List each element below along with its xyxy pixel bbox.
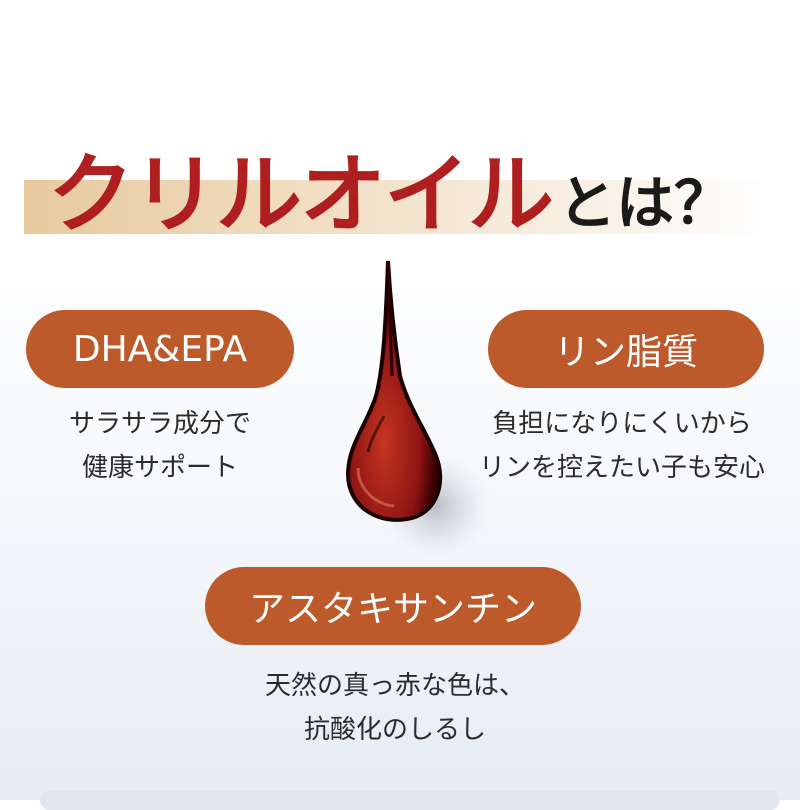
dha-epa-desc-line-1: サラサラ成分で: [68, 409, 251, 439]
title-highlight-band: [24, 180, 776, 234]
astaxanthin-badge: アスタキサンチン: [205, 567, 581, 645]
phospholipid-desc-line-1: 負担になりにくいから: [492, 409, 752, 439]
phospholipid-label: リン脂質: [553, 332, 698, 373]
astaxanthin-desc-line-1: 天然の真っ赤な色は、: [264, 671, 525, 701]
oil-drop-icon: [345, 260, 494, 562]
page-title: クリルオイル とは？: [48, 128, 732, 238]
dha-epa-label: DHA&EPA: [72, 328, 248, 370]
dha-epa-desc-line-2: 健康サポート: [81, 453, 238, 483]
phospholipid-desc-line-2: リンを控えたい子も安心: [478, 453, 765, 483]
phospholipid-badge: リン脂質: [488, 310, 764, 388]
dha-epa-description: サラサラ成分で 健康サポート: [36, 402, 284, 490]
title-main-text: クリルオイル: [48, 145, 554, 245]
dha-epa-badge: DHA&EPA: [26, 310, 294, 388]
phospholipid-description: 負担になりにくいから リンを控えたい子も安心: [462, 402, 782, 490]
astaxanthin-label: アスタキサンチン: [248, 589, 537, 630]
title-sub-text: とは？: [558, 169, 733, 237]
bottom-panel-edge: [40, 790, 780, 810]
astaxanthin-desc-line-2: 抗酸化のしるし: [303, 715, 486, 745]
astaxanthin-description: 天然の真っ赤な色は、 抗酸化のしるし: [210, 664, 580, 752]
